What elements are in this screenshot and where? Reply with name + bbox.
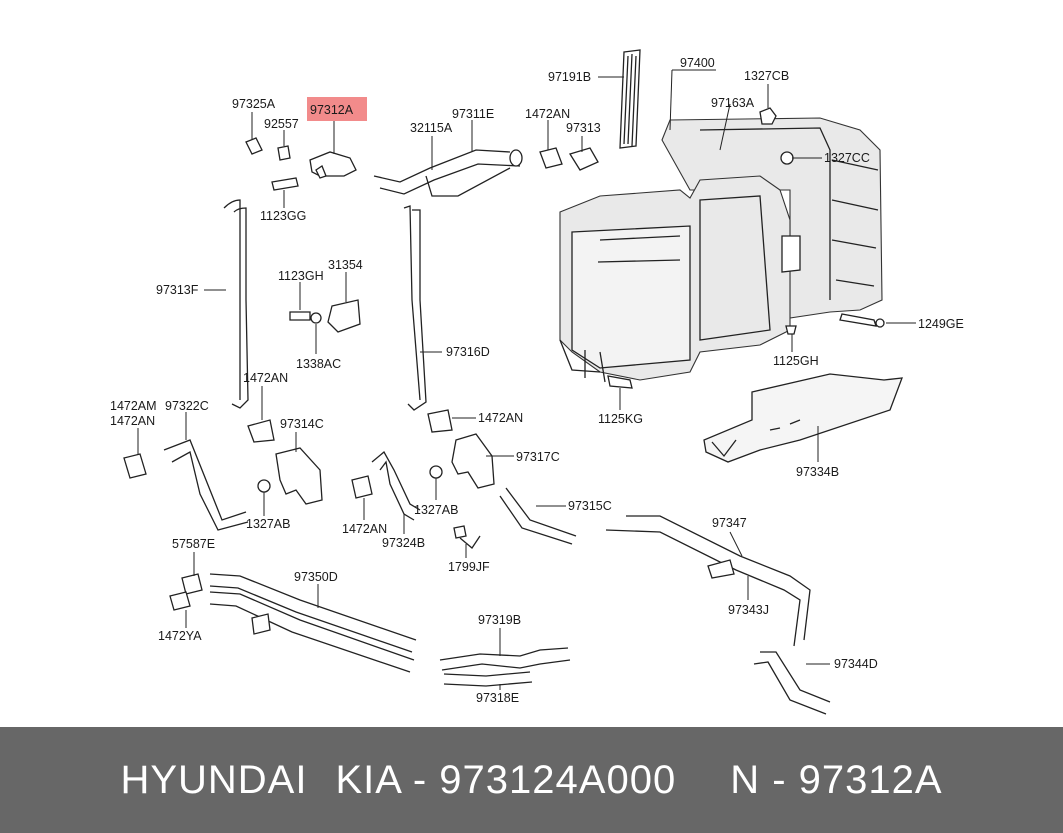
clip-92557 — [277, 145, 291, 161]
label-1799jf: 1799JF — [448, 560, 490, 574]
label-1472an-far-left: 1472AN — [110, 414, 155, 428]
valve-97317c — [451, 433, 495, 489]
label-1472ya: 1472YA — [158, 629, 202, 643]
label-1472an-low: 1472AN — [342, 522, 387, 536]
pipe-97344d — [753, 651, 831, 715]
leader-lines — [137, 69, 916, 690]
plug-97325a — [245, 137, 263, 155]
clamp-1472am — [123, 453, 147, 479]
pipe-97311e — [373, 149, 523, 197]
bolt-1249ge — [839, 313, 885, 328]
fastener-1327cb — [759, 107, 777, 125]
bracket-31354 — [327, 299, 361, 333]
bolt-1123gg — [271, 177, 299, 191]
label-57587e: 57587E — [172, 537, 215, 551]
highlight-box — [307, 97, 367, 121]
pipe-97347 — [605, 515, 811, 647]
hvac-unit — [559, 117, 883, 383]
label-97319b: 97319B — [478, 613, 521, 627]
footer-make-part: KIA - 973124A000 — [335, 757, 677, 802]
label-97334b: 97334B — [796, 465, 839, 479]
label-1123gh: 1123GH — [278, 269, 324, 283]
hose-97324b — [371, 450, 421, 521]
label-97318e: 97318E — [476, 691, 519, 705]
label-97325a: 97325A — [232, 97, 276, 111]
fastener-1327cc — [780, 151, 794, 165]
label-97313f: 97313F — [156, 283, 199, 297]
label-1472an-right: 1472AN — [478, 411, 523, 425]
label-32115a: 32115A — [410, 121, 453, 135]
label-97350d: 97350D — [294, 570, 338, 584]
label-97314c: 97314C — [280, 417, 324, 431]
clamp-1472an-top — [539, 147, 563, 169]
label-1472an-top: 1472AN — [525, 107, 570, 121]
label-1472am: 1472AM — [110, 399, 157, 413]
label-97313: 97313 — [566, 121, 601, 135]
grommet-1327ab-right — [429, 465, 443, 479]
label-1123gg: 1123GG — [260, 209, 306, 223]
label-1249ge: 1249GE — [918, 317, 964, 331]
footer-diagram-number: N - 97312A — [730, 757, 943, 802]
label-97315c: 97315C — [568, 499, 612, 513]
duct-97334b — [703, 373, 903, 463]
tube-97319b — [439, 647, 571, 671]
label-97312a: 97312A — [310, 103, 354, 117]
label-1327cc: 1327CC — [824, 151, 870, 165]
grommet-97313 — [568, 147, 599, 171]
label-92557: 92557 — [264, 117, 299, 131]
label-1327ab-left: 1327AB — [246, 517, 290, 531]
grommet-1327ab-left — [257, 479, 271, 493]
label-97347: 97347 — [712, 516, 747, 530]
label-97343j: 97343J — [728, 603, 769, 617]
hose-97322c — [163, 439, 249, 531]
clamp-1472an-mid-right — [427, 409, 453, 433]
nut-1338ac — [310, 312, 322, 324]
bolt-1125gh — [785, 325, 797, 335]
label-1327ab-right: 1327AB — [414, 503, 458, 517]
clamp-1472an-low — [351, 475, 373, 499]
label-97316d: 97316D — [446, 345, 490, 359]
label-97317c: 97317C — [516, 450, 560, 464]
label-1125kg: 1125KG — [598, 412, 643, 426]
label-1472an-left: 1472AN — [243, 371, 288, 385]
label-97191b: 97191B — [548, 70, 591, 84]
label-97324b: 97324B — [382, 536, 425, 550]
parts-diagram: 97325A 97312A 92557 1123GG 32115A 97311E… — [110, 49, 964, 715]
label-97163a: 97163A — [711, 96, 755, 110]
part-labels: 97325A 97312A 92557 1123GG 32115A 97311E… — [110, 56, 964, 705]
label-97400: 97400 — [680, 56, 715, 70]
tube-97318e — [443, 671, 533, 687]
label-1338ac: 1338AC — [296, 357, 341, 371]
hose-97313f — [223, 199, 249, 409]
label-97311e: 97311E — [452, 107, 494, 121]
valve-97314c — [275, 447, 323, 505]
part-number-footer: HYUNDAI KIA - 973124A000 N - 97312A — [0, 727, 1063, 833]
connector-1799jf — [453, 525, 481, 549]
label-1125gh: 1125GH — [773, 354, 819, 368]
bolt-1125kg — [607, 375, 633, 389]
pipe-97350d — [209, 573, 417, 673]
label-97322c: 97322C — [165, 399, 209, 413]
filter-cartridge-97191b — [619, 49, 641, 149]
footer-brand: HYUNDAI — [120, 757, 308, 802]
label-97344d: 97344D — [834, 657, 878, 671]
hose-97316d — [403, 205, 427, 411]
label-1327cb: 1327CB — [744, 69, 789, 83]
clamp-57587e — [169, 573, 203, 611]
clamp-1472an-mid-left — [247, 419, 275, 443]
valve-97312a — [309, 151, 357, 179]
hose-97315c — [499, 487, 577, 545]
label-31354: 31354 — [328, 258, 363, 272]
bolt-1123gh — [289, 311, 311, 321]
